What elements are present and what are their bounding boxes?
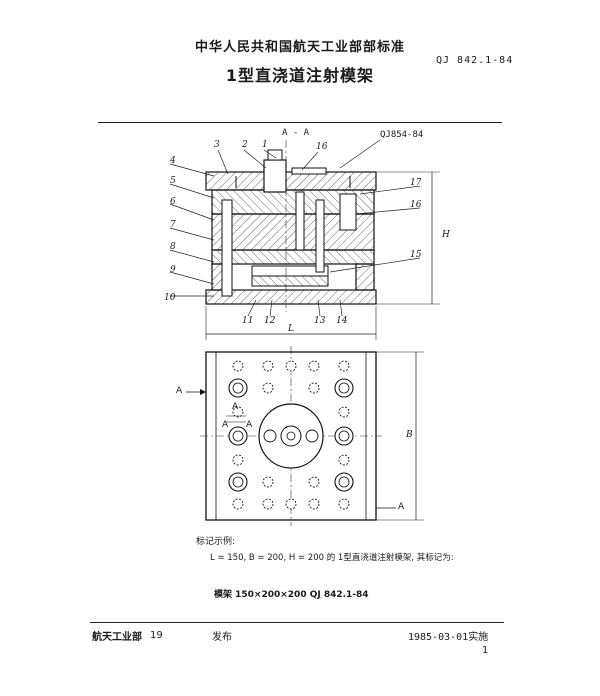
sprue-bushing <box>263 159 287 193</box>
publish-label: 发布 <box>212 632 232 643</box>
reference-standard: QJ854-84 <box>380 130 424 140</box>
document-title: 1型直浇道注射模架 <box>225 66 375 85</box>
return-pin <box>315 199 325 273</box>
view-marker-a2: A <box>222 420 229 430</box>
part-number-9: 9 <box>170 265 176 275</box>
part-number-7: 7 <box>170 220 176 230</box>
section-marker-left: A <box>176 386 183 396</box>
part-number-3: 3 <box>214 140 220 150</box>
issue-year: 19 <box>150 630 163 641</box>
view-marker-a3: A <box>246 420 253 430</box>
marking-example-text: L = 150, B = 200, H = 200 的 1型直浇道注射模架, 其… <box>210 553 454 563</box>
part-number-11: 11 <box>242 316 254 326</box>
guide-pin <box>295 191 305 251</box>
spacer-right <box>355 263 375 291</box>
marking-example-heading: 标记示例: <box>196 537 236 547</box>
part-number-2: 2 <box>242 140 248 150</box>
leader-pin <box>221 199 233 297</box>
part-number-5: 5 <box>170 176 176 186</box>
dimension-l: L <box>288 324 294 334</box>
part-number-16-right: 16 <box>410 200 422 210</box>
organization-title: 中华人民共和国航天工业部部标准 <box>194 40 405 55</box>
issuer: 航天工业部 <box>92 632 142 643</box>
dimension-h: H <box>442 230 450 240</box>
page-number: 1 <box>482 645 489 656</box>
part-number-10: 10 <box>164 293 176 303</box>
dimension-b: B <box>406 430 413 440</box>
guide-bush <box>339 193 357 231</box>
part-number-13: 13 <box>314 316 326 326</box>
footer-rule <box>90 622 504 623</box>
part-number-8: 8 <box>170 242 176 252</box>
part-number-14: 14 <box>336 316 348 326</box>
view-marker-a1: A <box>232 402 239 412</box>
part-number-16-top: 16 <box>316 142 328 152</box>
part-number-15: 15 <box>410 250 422 260</box>
standard-code: QJ 842.1-84 <box>436 55 514 66</box>
header-rule <box>98 122 502 123</box>
bottom-clamp-plate <box>205 289 377 305</box>
plan-view <box>186 346 424 526</box>
support-plate <box>211 249 375 265</box>
part-number-4: 4 <box>170 156 176 166</box>
section-view <box>169 139 440 340</box>
part-number-12: 12 <box>264 316 276 326</box>
designation: 模架 150×200×200 QJ 842.1-84 <box>214 590 369 600</box>
section-label: A - A <box>282 128 310 138</box>
part-number-6: 6 <box>170 197 176 207</box>
effective-date: 1985-03-01实施 <box>408 632 489 643</box>
part-number-1: 1 <box>262 140 268 150</box>
section-marker-right: A <box>398 502 405 512</box>
part-number-17: 17 <box>410 178 422 188</box>
ejector-plate <box>251 275 329 287</box>
